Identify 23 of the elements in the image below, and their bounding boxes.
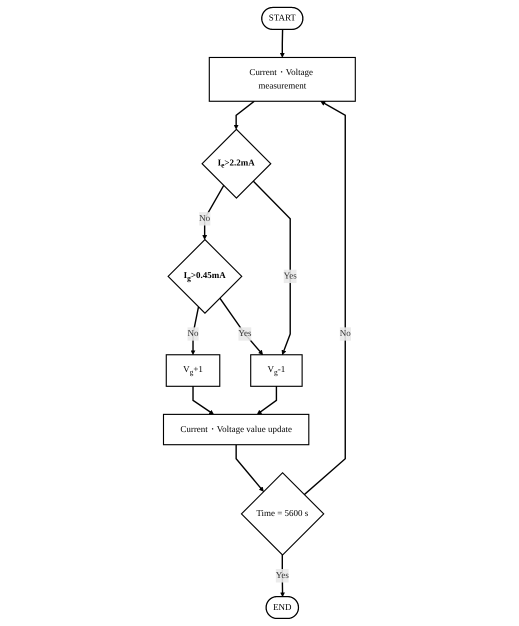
arrow	[234, 100, 255, 130]
node-diamond: I$_{g}$>0.45mA	[167, 238, 243, 314]
arrow	[236, 444, 264, 492]
node-diamond: I$_{e}$>2.2mA	[201, 128, 272, 199]
node-box: Current・Voltage value update	[163, 414, 310, 446]
arrow	[202, 185, 224, 240]
arrow	[256, 386, 278, 415]
node-box: V$_{g}$+1	[166, 354, 220, 387]
edge-label: Yes	[276, 570, 289, 580]
edge-label: No	[340, 328, 351, 338]
edge-label: Yes	[238, 328, 252, 338]
arrow	[190, 306, 200, 355]
edge-label: No	[188, 328, 199, 338]
node-box: V$_{g}$-1	[250, 354, 303, 387]
arrow	[219, 298, 264, 355]
arrow	[192, 386, 214, 415]
edge-label: No	[199, 214, 210, 224]
node-diamond: Time = 5600 s	[240, 472, 325, 556]
edge-label: Yes	[284, 271, 297, 281]
arrow	[280, 30, 285, 58]
arrow	[304, 101, 346, 496]
arrow	[252, 180, 291, 355]
node-box: Current・Voltage measurement	[208, 56, 356, 102]
